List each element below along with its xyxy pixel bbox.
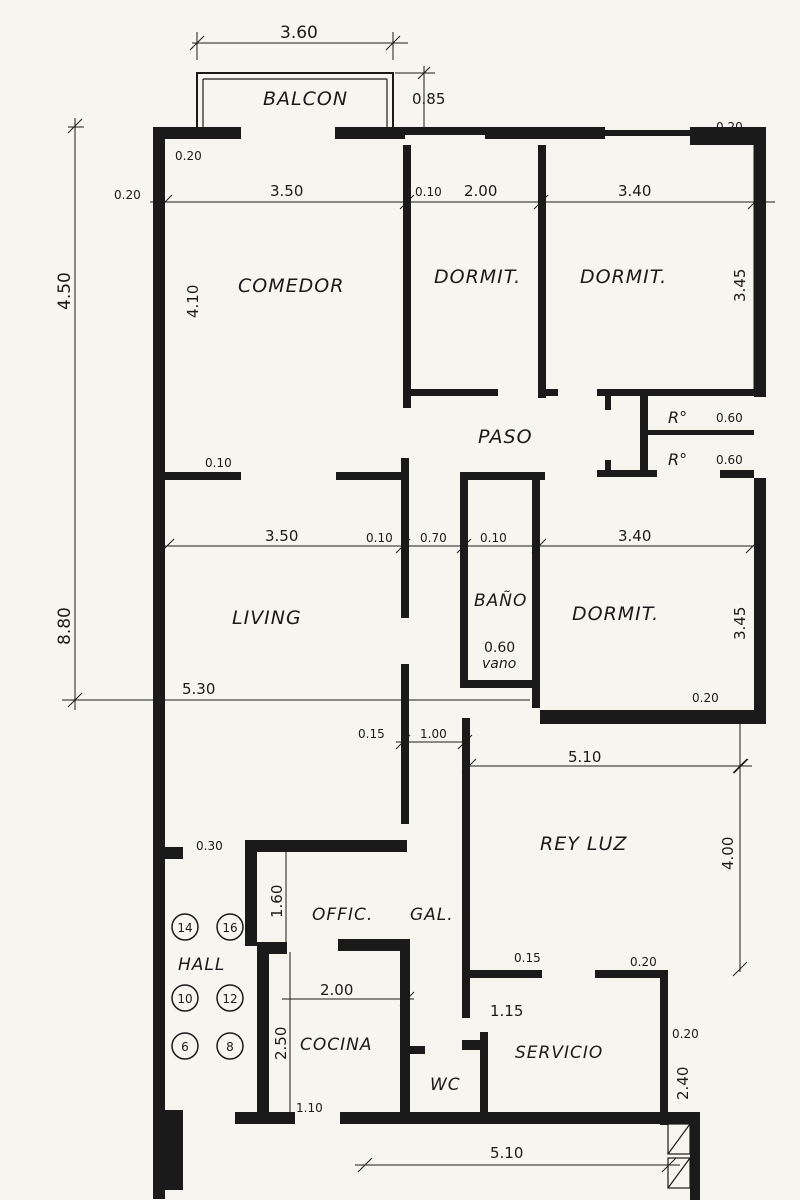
room-dormit-1: DORMIT. — [434, 266, 521, 288]
dimension-labels: 3.60 0.85 0.20 4.50 8.80 0.20 0.20 3.50 … — [55, 23, 749, 1162]
dim-wall-10-d: 0.10 — [480, 531, 507, 545]
dim-wall-20-e: 0.20 — [692, 691, 719, 705]
dim-living-width: 3.50 — [265, 527, 298, 545]
dim-dormit-3-width: 3.40 — [618, 527, 651, 545]
room-hall: HALL — [178, 955, 225, 975]
dim-servicio-opening: 1.15 — [490, 1002, 523, 1020]
stair-boxes — [667, 1123, 691, 1189]
dim-wall-20-f: 0.20 — [630, 955, 657, 969]
dim-wall-10-b: 0.10 — [205, 456, 232, 470]
dim-overall-width: 5.30 — [182, 680, 215, 698]
hall-unit-6: 6 — [181, 1040, 189, 1054]
dim-bottom-width: 5.10 — [490, 1144, 523, 1162]
room-servicio: SERVICIO — [515, 1043, 603, 1063]
room-living: LIVING — [232, 607, 302, 629]
dim-offic-height: 1.60 — [268, 885, 286, 918]
dim-opening-100: 1.00 — [420, 727, 447, 741]
hall-unit-14: 14 — [177, 921, 192, 935]
hall-unit-10: 10 — [177, 992, 192, 1006]
dim-total-height-lower: 8.80 — [55, 607, 75, 645]
hall-unit-8: 8 — [226, 1040, 234, 1054]
dim-rey-luz-height: 4.00 — [719, 837, 737, 870]
dim-r1-width: 0.60 — [716, 411, 743, 425]
dim-wall-20-g: 0.20 — [672, 1027, 699, 1041]
dim-dormit-small-width: 2.00 — [464, 182, 497, 200]
dim-wall-15-a: 0.15 — [358, 727, 385, 741]
dim-paso-width: 0.70 — [420, 531, 447, 545]
dim-wall-left-side: 0.20 — [114, 188, 141, 202]
dim-dormit-big-height: 3.45 — [731, 269, 749, 302]
hall-unit-markers: 14 16 10 12 6 8 — [171, 913, 244, 1060]
room-labels: BALCON COMEDOR DORMIT. DORMIT. PASO R° R… — [178, 88, 687, 1095]
room-r1: R° — [668, 408, 687, 427]
dimension-lines — [62, 32, 775, 1173]
room-rey-luz: REY LUZ — [540, 833, 627, 855]
room-offic: OFFIC. — [312, 905, 373, 925]
dim-top-right-wall: 0.20 — [716, 120, 743, 134]
walls — [153, 72, 766, 1200]
room-cocina: COCINA — [300, 1035, 372, 1055]
room-wc: WC — [430, 1075, 461, 1095]
room-dormit-2: DORMIT. — [580, 266, 667, 288]
hall-unit-12: 12 — [222, 992, 237, 1006]
dim-cocina-door: 1.10 — [296, 1101, 323, 1115]
dim-r2-width: 0.60 — [716, 453, 743, 467]
dim-bano-vano: 0.60 — [484, 640, 515, 656]
room-balcon: BALCON — [263, 88, 348, 110]
dim-wall-10-c: 0.10 — [366, 531, 393, 545]
dim-rey-luz-width: 5.10 — [568, 748, 601, 766]
dim-wall-left-top: 0.20 — [175, 149, 202, 163]
room-gal: GAL. — [410, 905, 454, 925]
dim-wall-15-b: 0.15 — [514, 951, 541, 965]
room-bano: BAÑO — [474, 589, 527, 611]
dim-dormit-3-height: 3.45 — [731, 607, 749, 640]
room-r2: R° — [668, 450, 687, 469]
dim-comedor-height: 4.10 — [184, 285, 202, 318]
dim-cocina-height: 2.50 — [272, 1027, 290, 1060]
dim-balcon-depth: 0.85 — [412, 90, 445, 108]
dim-total-height-upper: 4.50 — [55, 272, 75, 310]
dim-cocina-width: 2.00 — [320, 981, 353, 999]
dim-balcon-width: 3.60 — [280, 23, 318, 43]
room-dormit-3: DORMIT. — [572, 603, 659, 625]
bano-vano-label: vano — [482, 656, 516, 672]
dim-hall-wall: 0.30 — [196, 839, 223, 853]
dim-wall-10-a: 0.10 — [415, 185, 442, 199]
room-comedor: COMEDOR — [238, 275, 344, 297]
dim-dormit-big-width: 3.40 — [618, 182, 651, 200]
hall-unit-16: 16 — [222, 921, 237, 935]
room-paso: PASO — [478, 426, 533, 448]
dim-comedor-width: 3.50 — [270, 182, 303, 200]
dim-servicio-height: 2.40 — [674, 1067, 692, 1100]
